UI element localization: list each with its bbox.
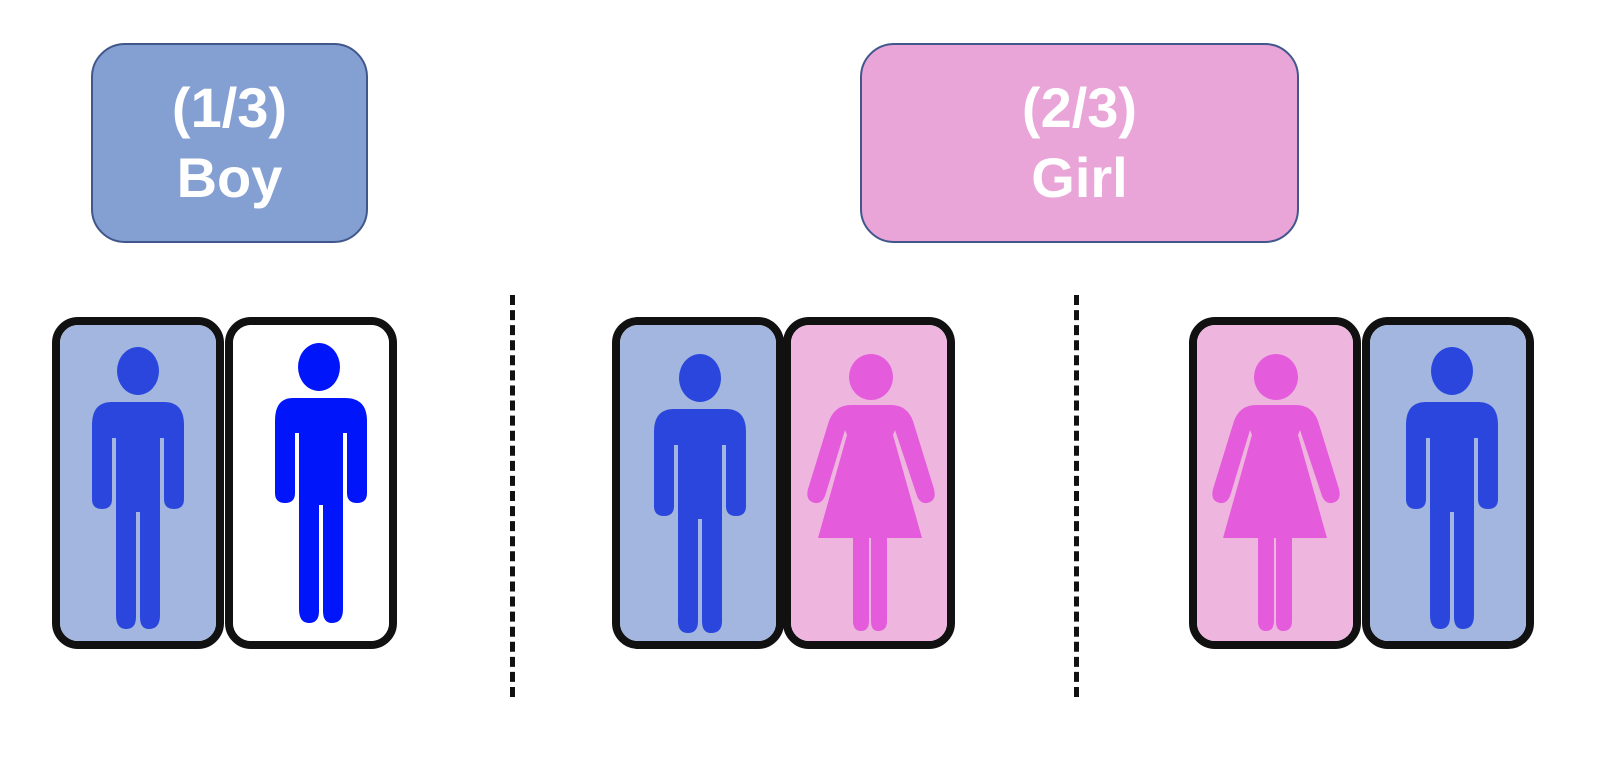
girl-fraction: (2/3) <box>1021 76 1138 139</box>
female-person-icon <box>807 354 935 631</box>
male-person-icon <box>92 347 184 629</box>
card-pair1-left <box>52 317 224 649</box>
card-pair1-right <box>225 317 397 649</box>
card-pair2-right <box>783 317 955 649</box>
girl-probability-box: (2/3) Girl <box>860 43 1299 243</box>
female-person-icon <box>1212 354 1340 631</box>
boy-label: Boy <box>176 146 283 209</box>
girl-label: Girl <box>1031 146 1128 209</box>
divider-left <box>510 295 515 697</box>
male-person-icon <box>1406 347 1498 629</box>
card-pair2-left <box>612 317 784 649</box>
male-person-icon <box>275 343 367 623</box>
card-pair3-right <box>1362 317 1534 649</box>
male-person-icon <box>654 354 746 633</box>
boy-fraction: (1/3) <box>171 76 288 139</box>
boy-probability-box: (1/3) Boy <box>91 43 368 243</box>
divider-right <box>1074 295 1079 697</box>
card-pair3-left <box>1189 317 1361 649</box>
